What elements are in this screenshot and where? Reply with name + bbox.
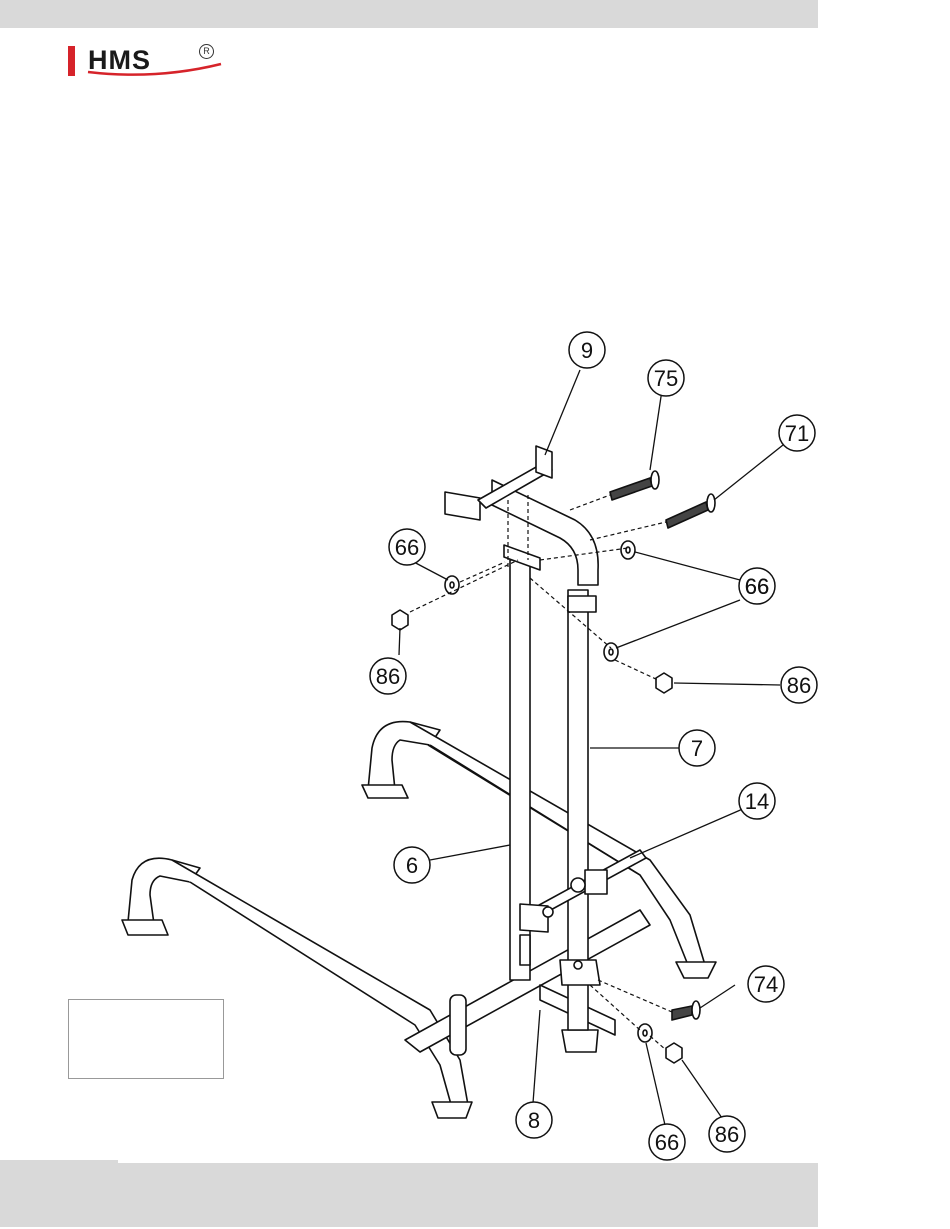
- callout-86-c: 86: [709, 1116, 745, 1152]
- svg-text:66: 66: [395, 535, 419, 560]
- svg-text:6: 6: [406, 853, 418, 878]
- bolt-71: [666, 494, 715, 528]
- svg-text:74: 74: [754, 972, 778, 997]
- lower-plate: [560, 960, 600, 985]
- svg-text:7: 7: [691, 736, 703, 761]
- bolt-75: [610, 471, 659, 500]
- svg-text:66: 66: [745, 574, 769, 599]
- callout-6: 6: [394, 847, 430, 883]
- callout-86-b: 86: [781, 667, 817, 703]
- callout-75: 75: [648, 360, 684, 396]
- nut-86-a: [392, 610, 408, 630]
- callout-66-c: 66: [745, 574, 769, 599]
- callout-7: 7: [679, 730, 715, 766]
- callout-66-a: 66: [389, 529, 425, 565]
- svg-text:86: 86: [715, 1122, 739, 1147]
- callout-14: 14: [739, 783, 775, 819]
- svg-text:8: 8: [528, 1108, 540, 1133]
- nut-86-b: [656, 673, 672, 693]
- nut-86-c: [666, 1043, 682, 1063]
- callout-86-a: 86: [370, 658, 406, 694]
- svg-text:86: 86: [787, 673, 811, 698]
- svg-text:66: 66: [655, 1130, 679, 1155]
- callout-8: 8: [516, 1102, 552, 1138]
- washer-66-c: [604, 643, 618, 661]
- svg-text:86: 86: [376, 664, 400, 689]
- callout-74: 74: [748, 966, 784, 1002]
- callout-9: 9: [569, 332, 605, 368]
- callout-71: 71: [779, 415, 815, 451]
- base-frame-front: [122, 858, 472, 1118]
- svg-text:71: 71: [785, 421, 809, 446]
- washer-66-a: [445, 576, 459, 594]
- bolt-74: [672, 1001, 700, 1020]
- svg-text:75: 75: [654, 366, 678, 391]
- washer-66-b: [621, 541, 635, 559]
- callout-66-d: 66: [649, 1124, 685, 1160]
- svg-text:9: 9: [581, 338, 593, 363]
- svg-text:14: 14: [745, 789, 769, 814]
- washer-66-d: [638, 1024, 652, 1042]
